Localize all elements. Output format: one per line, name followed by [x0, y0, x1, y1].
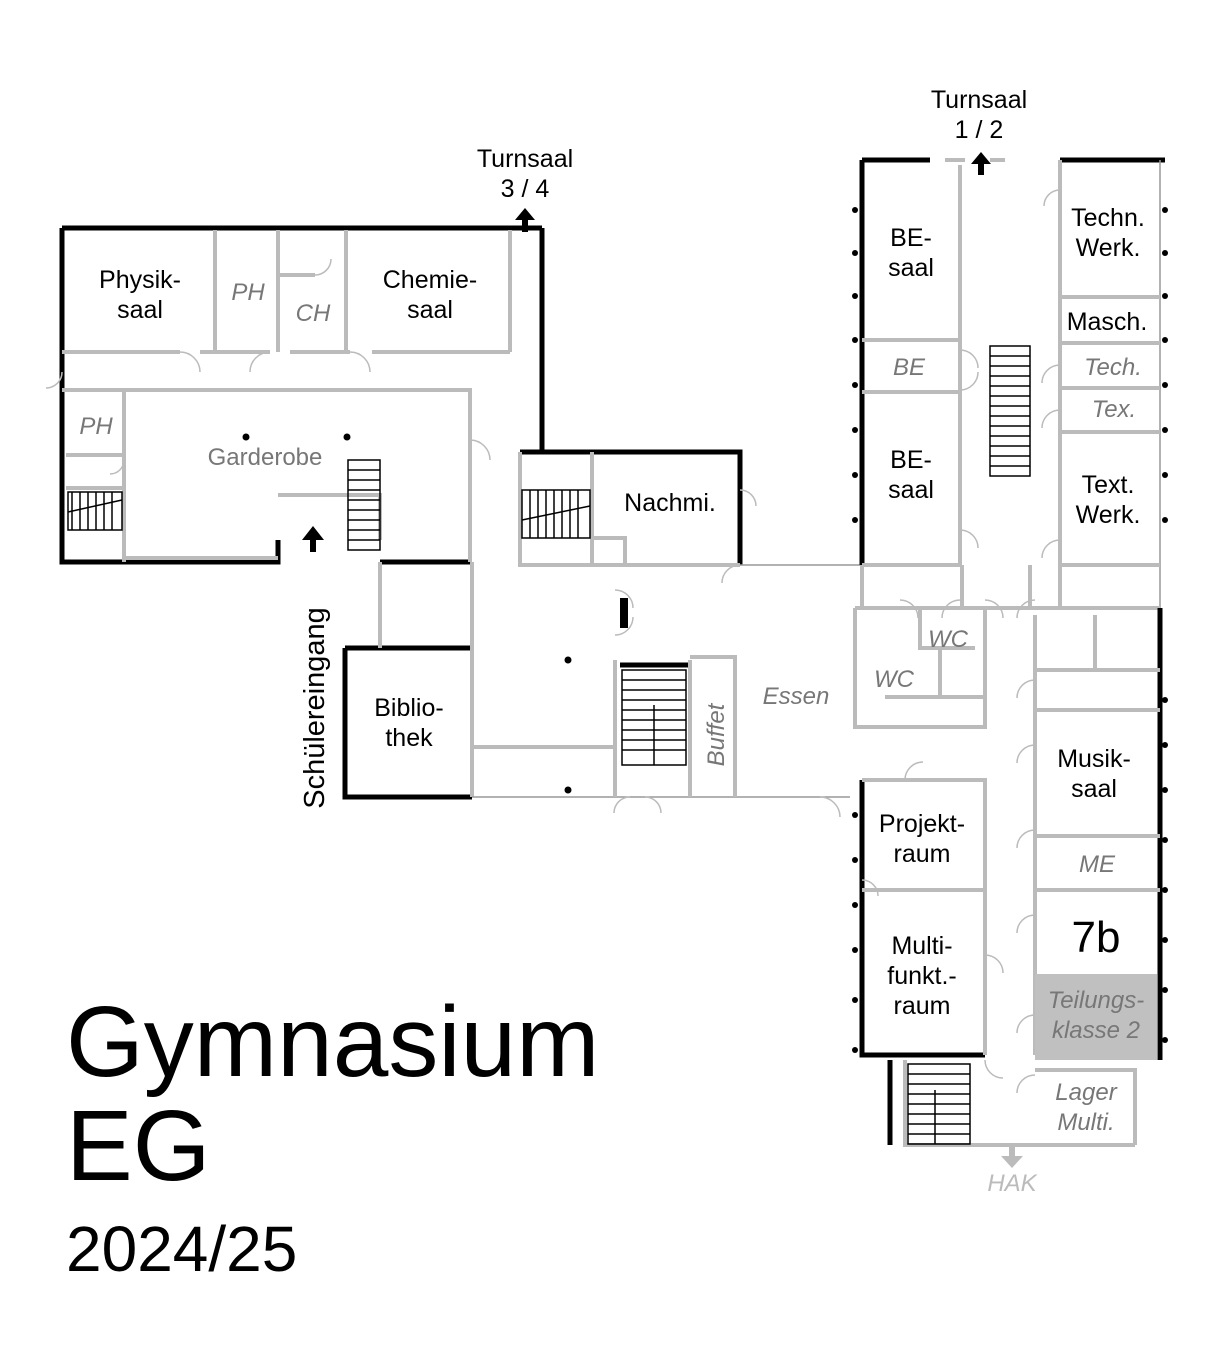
room-buffet: Buffet — [703, 702, 730, 766]
room-multifunktionsraum: Multi-funkt.-raum — [887, 932, 956, 1020]
room-techn-werk: Techn.Werk. — [1071, 204, 1145, 262]
centre-wing — [342, 449, 860, 818]
room-be-saal-top: BE-saal — [888, 224, 934, 282]
room-ch: CH — [296, 300, 331, 327]
room-wc-top: WC — [928, 626, 969, 653]
school-year: 2024/25 — [66, 1213, 298, 1285]
room-ph-left: PH — [79, 413, 113, 440]
room-teilungsklasse: Teilungs-klasse 2 — [1048, 987, 1145, 1044]
room-be-saal-bottom: BE-saal — [888, 446, 934, 504]
floor-title: EG — [66, 1090, 211, 1202]
room-wc-bottom: WC — [874, 666, 915, 693]
room-be-small: BE — [893, 354, 926, 381]
room-physiksaal: Physik-saal — [99, 266, 181, 324]
room-projektraum: Projekt-raum — [879, 810, 965, 868]
room-me: ME — [1079, 851, 1116, 878]
room-garderobe: Garderobe — [208, 444, 323, 471]
room-ph-top: PH — [231, 279, 265, 306]
east-wing — [852, 157, 1168, 608]
south-east-wing — [852, 565, 1168, 1147]
room-tech: Tech. — [1084, 354, 1142, 381]
room-musiksaal: Musik-saal — [1057, 745, 1131, 803]
teilungsklasse-fill — [1035, 974, 1157, 1060]
room-nachmi: Nachmi. — [624, 489, 716, 517]
label-schuelereingang: Schülereingang — [299, 607, 331, 809]
room-masch: Masch. — [1067, 308, 1148, 336]
room-bibliothek: Biblio-thek — [374, 694, 443, 752]
school-title: Gymnasium — [66, 986, 600, 1098]
exit-hak-label: HAK — [987, 1170, 1037, 1197]
plan-title-block: Gymnasium EG 2024/25 — [66, 990, 599, 1284]
west-wing — [45, 225, 545, 565]
exit-arrows — [302, 152, 1023, 1168]
room-tex: Tex. — [1092, 396, 1136, 423]
room-chemiesaal: Chemie-saal — [383, 266, 477, 324]
room-text-werk: Text.Werk. — [1076, 471, 1141, 529]
room-7b: 7b — [1072, 913, 1121, 962]
room-essen: Essen — [763, 683, 830, 710]
